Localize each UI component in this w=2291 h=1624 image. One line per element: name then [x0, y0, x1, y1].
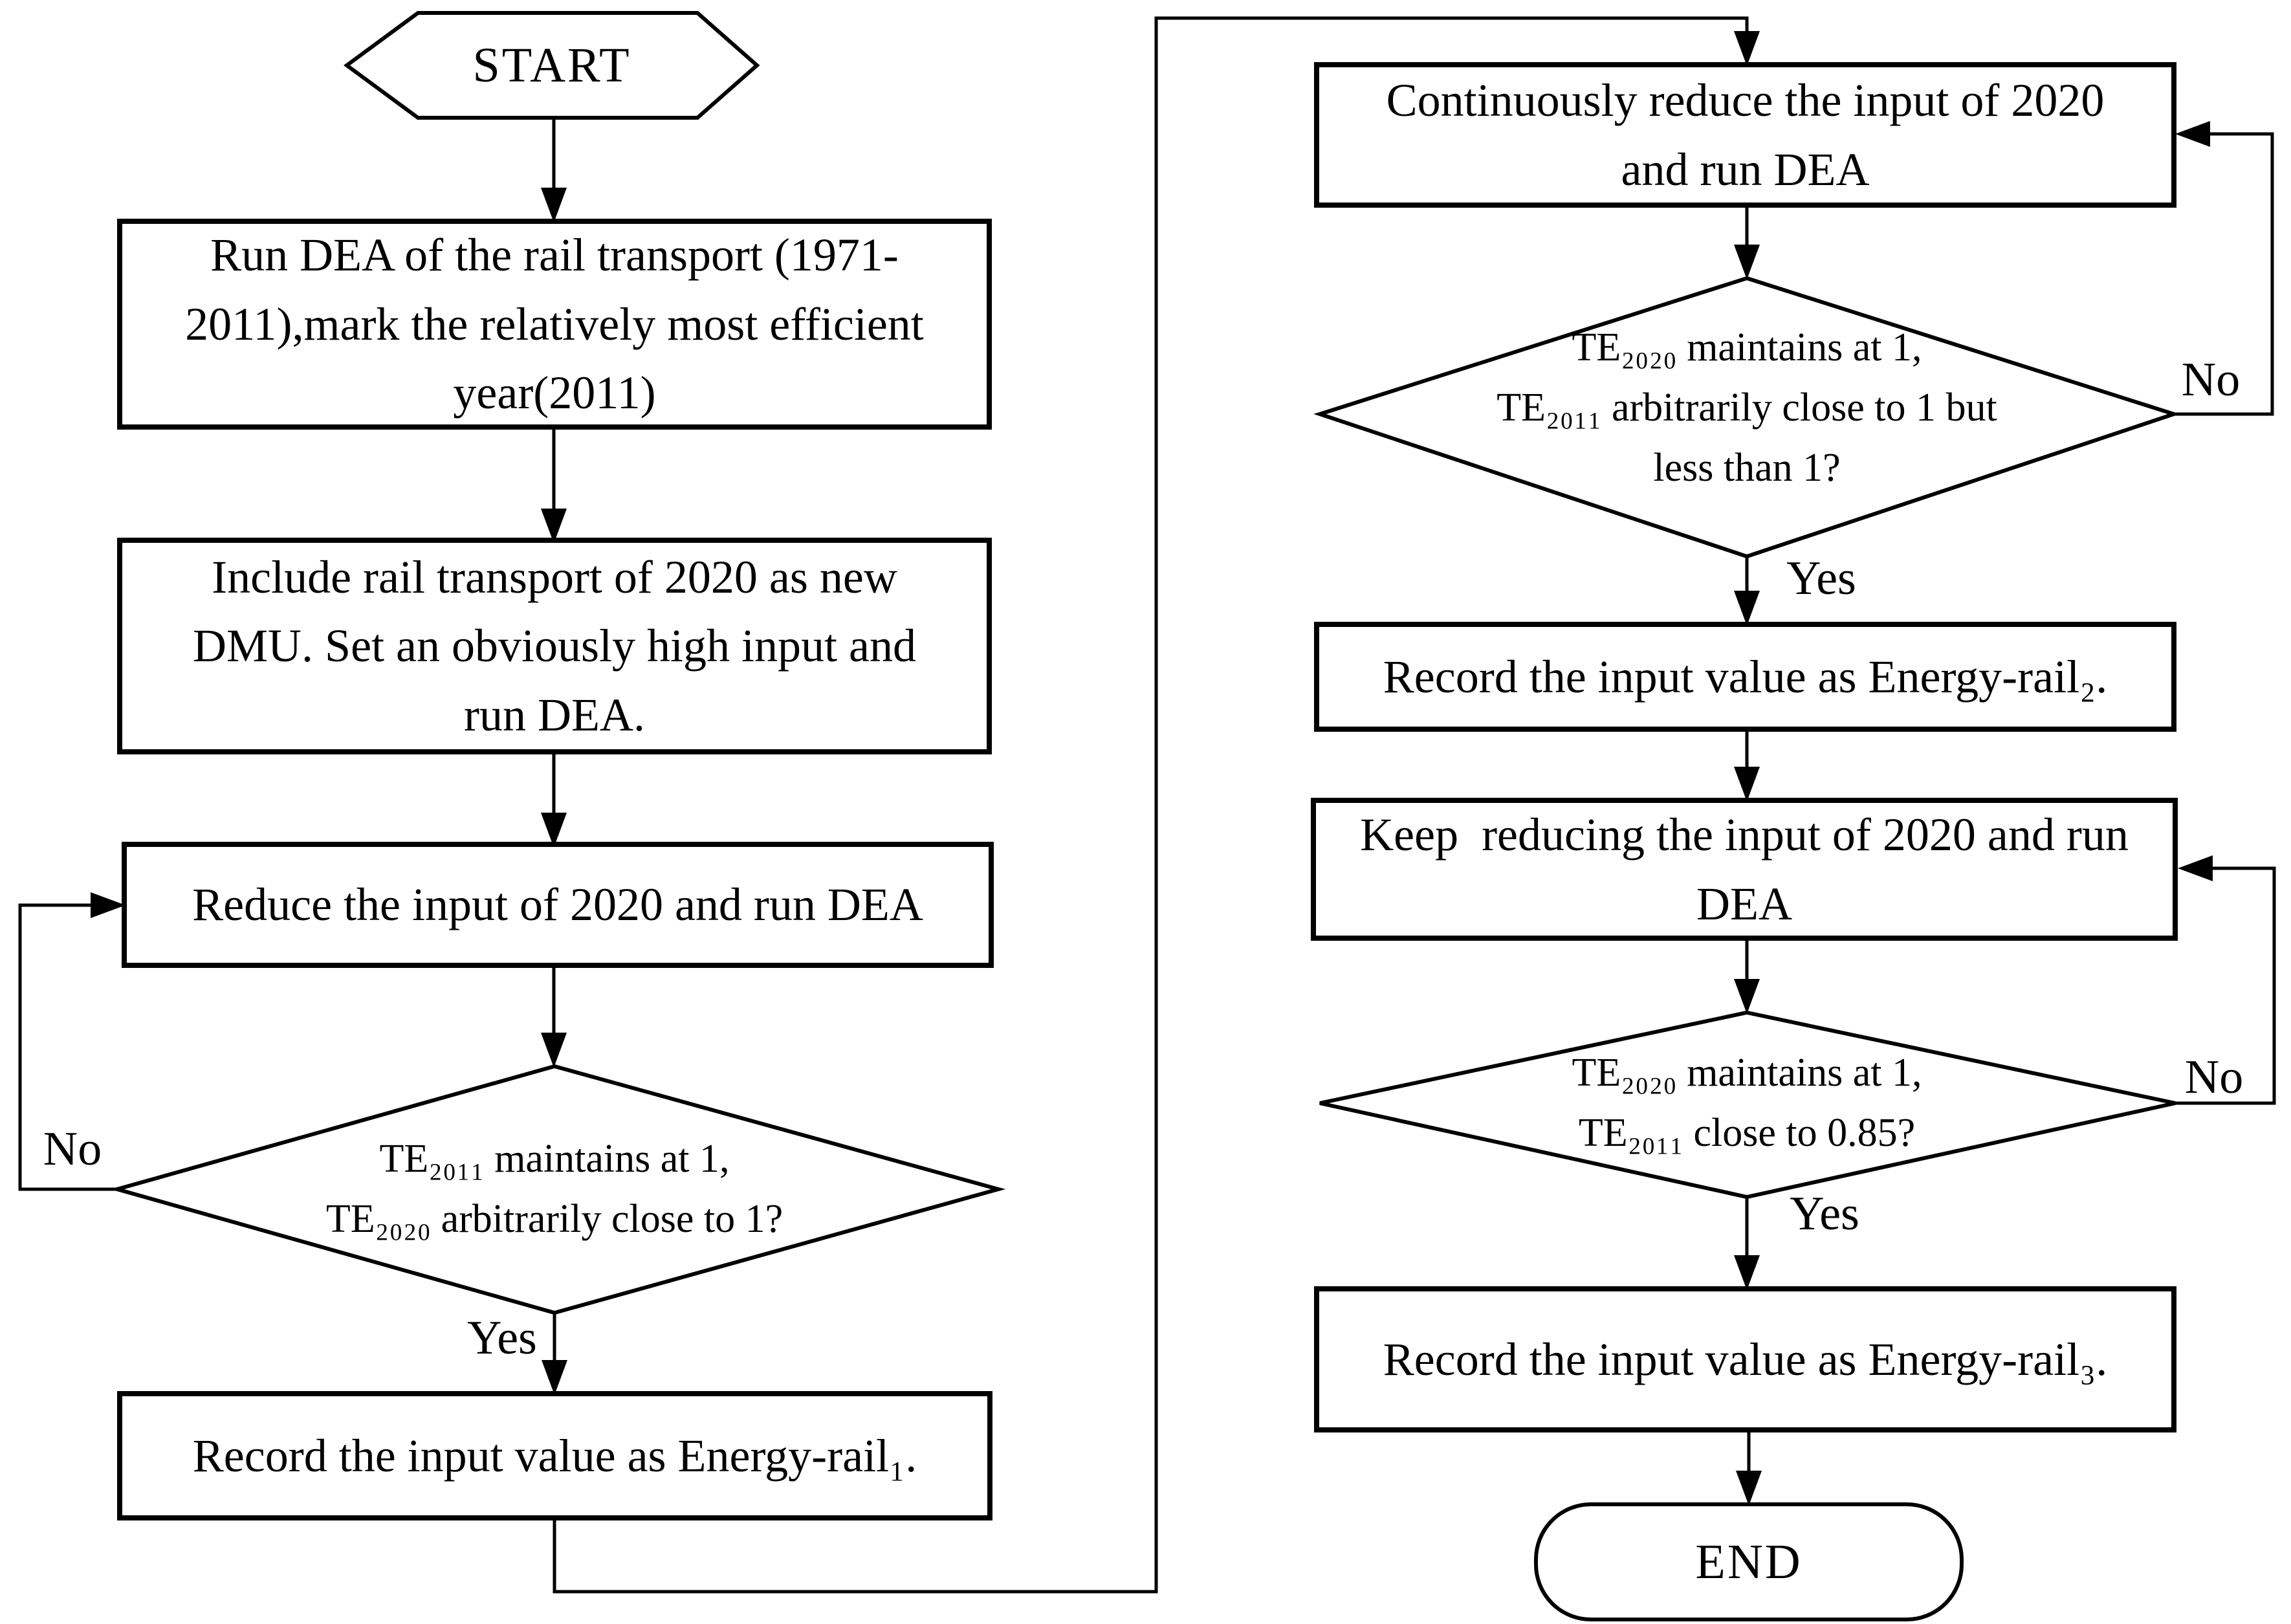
process-reduce-input-label: Reduce the input of 2020 and run DEA — [192, 879, 923, 931]
end-label: END — [1695, 1534, 1803, 1589]
process-continuously-reduce-label: Continuously reduce the input of 2020 an… — [1386, 74, 2105, 195]
arrowhead-decision2-yes — [1734, 591, 1760, 626]
process-box-run-dea — [117, 219, 992, 430]
decision-diamond-1 — [109, 1064, 1006, 1315]
decision-diamond-3 — [1319, 1010, 2176, 1200]
process-box-keep-reducing — [1311, 798, 2178, 941]
decision-2-yes-label: Yes — [1786, 551, 1856, 605]
process-keep-reducing-label: Keep reducing the input of 2020 and run … — [1360, 808, 2129, 930]
arrowhead-keep-to-decision3 — [1734, 979, 1760, 1014]
arrowhead-include-to-reduce — [541, 813, 567, 848]
edge-decision1-no-loop — [18, 903, 117, 1191]
process-run-dea-label: Run DEA of the rail transport (1971- 201… — [185, 229, 924, 419]
arrowhead-decision2-no-loop — [2175, 121, 2210, 147]
arrowhead-continuously-to-decision2 — [1734, 245, 1760, 280]
end-terminal — [1534, 1502, 1964, 1621]
edge-decision2-no-loop — [2174, 132, 2274, 416]
start-hexagon — [343, 11, 760, 120]
arrowhead-rail1-to-continuously — [1734, 31, 1760, 66]
process-box-record-rail1 — [117, 1391, 992, 1520]
arrowhead-rundea-to-include — [541, 509, 567, 543]
decision-3-label: TE₂₀₂₀ maintains at 1, TE₂₀₁₁ close to 0… — [1572, 1051, 1922, 1155]
decision-3-no-label: No — [2184, 1050, 2244, 1104]
arrowhead-rail3-to-end — [1736, 1471, 1762, 1506]
decision-1-yes-label: Yes — [467, 1311, 537, 1365]
decision-3-yes-label: Yes — [1790, 1187, 1859, 1240]
process-box-record-rail3 — [1314, 1286, 2176, 1432]
process-box-reduce-input — [122, 842, 994, 968]
decision-1-label: TE₂₀₁₁ maintains at 1, TE₂₀₂₀ arbitraril… — [325, 1137, 784, 1241]
start-label: START — [472, 38, 631, 93]
decision-diamond-2 — [1313, 276, 2180, 559]
arrowhead-decision1-yes — [542, 1360, 567, 1395]
decision-1-no-label: No — [43, 1122, 102, 1176]
arrowhead-start-to-rundea — [541, 188, 567, 223]
process-record-rail1-label: Record the input value as Energy-rail₁. — [192, 1429, 917, 1482]
arrowhead-decision3-yes — [1734, 1255, 1760, 1290]
process-record-rail3-label: Record the input value as Energy-rail₃. — [1383, 1333, 2108, 1385]
arrowhead-rail2-to-keep — [1734, 767, 1760, 802]
process-box-continuously-reduce — [1314, 62, 2176, 208]
edge-decision3-no-loop — [2175, 866, 2276, 1105]
process-box-include-2020 — [117, 538, 992, 754]
arrowhead-decision3-no-loop — [2178, 855, 2213, 881]
process-record-rail2-label: Record the input value as Energy-rail₂. — [1383, 650, 2108, 703]
arrowhead-decision1-no-loop — [91, 892, 126, 918]
decision-2-label: TE₂₀₂₀ maintains at 1, TE₂₀₁₁ arbitraril… — [1496, 325, 1997, 490]
process-include-2020-label: Include rail transport of 2020 as new DM… — [193, 551, 916, 741]
process-box-record-rail2 — [1314, 622, 2176, 732]
edge-rail1-to-continuously — [553, 16, 1749, 1594]
arrowhead-reduce-to-decision1 — [541, 1033, 567, 1068]
decision-2-no-label: No — [2181, 353, 2241, 406]
